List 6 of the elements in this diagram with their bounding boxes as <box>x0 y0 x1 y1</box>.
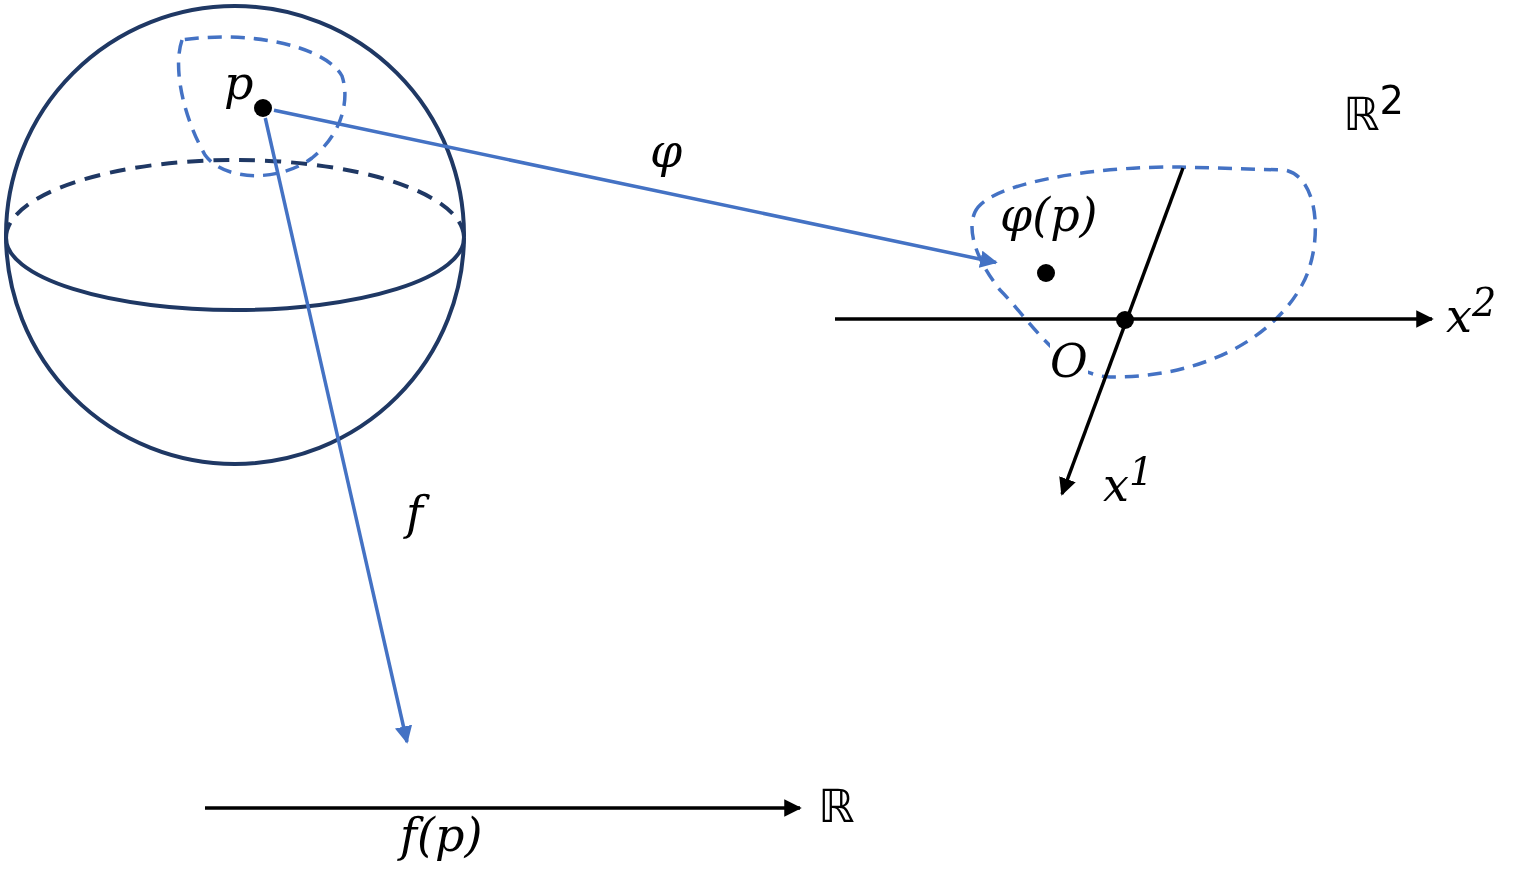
math-label: x$^{2}$ <box>1446 284 1497 340</box>
math-label: ℝ$^{2}$ <box>1343 82 1404 138</box>
arrow <box>273 108 998 268</box>
math-label: x$^{1}$ <box>1103 453 1154 509</box>
math-label: ℝ <box>818 783 855 829</box>
arrow <box>263 117 413 744</box>
